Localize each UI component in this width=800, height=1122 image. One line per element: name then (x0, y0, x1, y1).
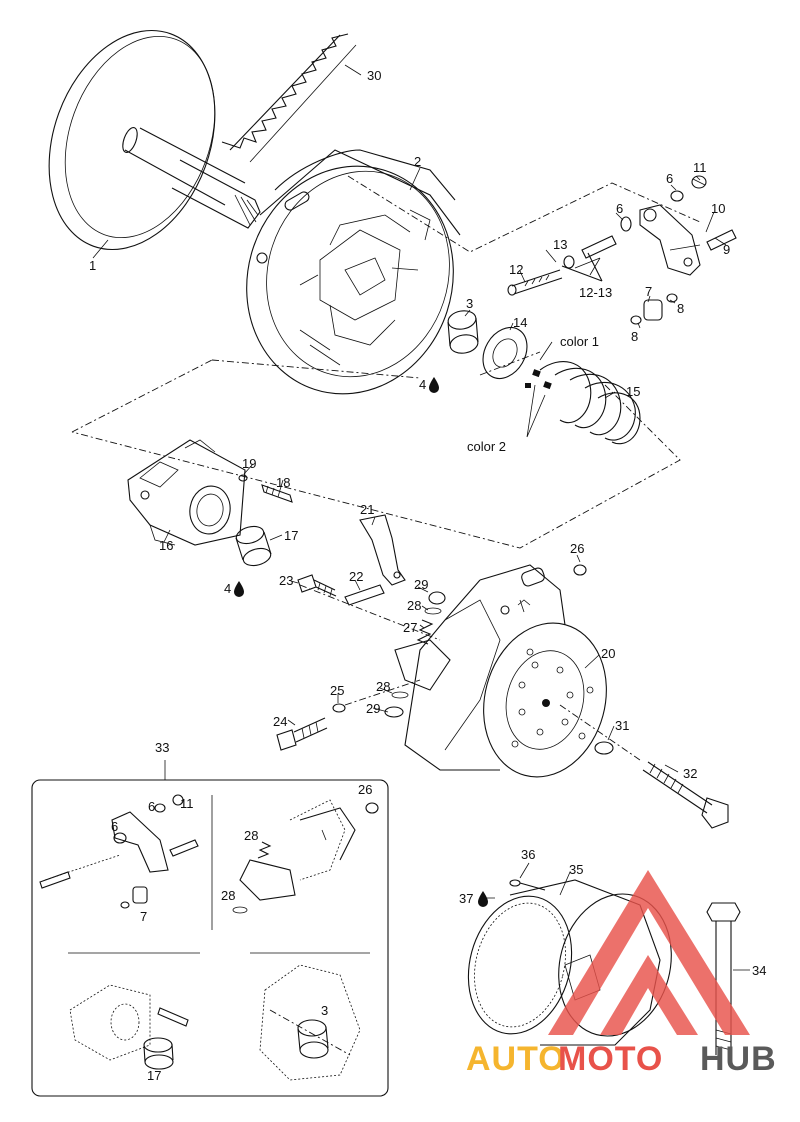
watermark-logo (548, 870, 750, 1035)
part-16-spider (127, 439, 246, 546)
label-part-28-upper: 28 (407, 598, 421, 613)
grease-drop-icon-lower (234, 581, 244, 597)
label-part-20: 20 (601, 646, 615, 661)
label-part-16: 16 (159, 538, 173, 553)
grease-drop-icon-37 (478, 891, 488, 907)
label-part-10: 10 (711, 201, 725, 216)
label-part-36: 36 (521, 847, 535, 862)
inset-label-17: 17 (147, 1068, 161, 1083)
label-part-17: 17 (284, 528, 298, 543)
label-color-2: color 2 (467, 439, 506, 454)
parts-18-19-screw (238, 474, 293, 503)
label-part-3: 3 (466, 296, 473, 311)
part-30-belt (221, 33, 357, 163)
label-part-37: 37 (459, 891, 473, 906)
label-part-32: 32 (683, 766, 697, 781)
parts-7-8-roller (630, 293, 678, 325)
label-part-1: 1 (89, 258, 96, 273)
label-part-11: 11 (693, 160, 707, 175)
label-part-25: 25 (330, 683, 344, 698)
label-part-19: 19 (242, 456, 256, 471)
label-part-14: 14 (513, 315, 527, 330)
watermark-text-hub: HUB (700, 1040, 777, 1078)
label-part-29-lower: 29 (366, 701, 380, 716)
inset-label-6-top: 6 (148, 799, 155, 814)
label-part-30: 30 (367, 68, 381, 83)
part-14-washer (482, 327, 528, 379)
watermark-text-auto: AUTO (466, 1040, 566, 1078)
inset-label-7: 7 (140, 909, 147, 924)
inset-label-26: 26 (358, 782, 372, 797)
inset-label-3: 3 (321, 1003, 328, 1018)
label-part-18: 18 (276, 475, 290, 490)
label-part-21: 21 (360, 502, 374, 517)
label-part-15: 15 (626, 384, 640, 399)
label-part-12-13: 12-13 (579, 285, 612, 300)
assembly-outline-middle (71, 351, 681, 549)
label-part-6-top: 6 (666, 171, 673, 186)
label-part-4-grease-lower: 4 (224, 581, 231, 596)
parts-24-25-bolt (276, 703, 346, 751)
label-part-8-right: 8 (677, 301, 684, 316)
label-part-22: 22 (349, 569, 363, 584)
assembly-outline-top (347, 175, 701, 253)
label-part-34: 34 (752, 963, 766, 978)
parts-26-27-28-29-small (384, 564, 587, 718)
parts-31-32-bolt (594, 741, 729, 829)
leader-lines (92, 64, 750, 971)
part-23-bolt (297, 574, 337, 597)
label-part-23: 23 (279, 573, 293, 588)
inset-label-11: 11 (180, 796, 194, 811)
label-part-24: 24 (273, 714, 287, 729)
label-part-31: 31 (615, 718, 629, 733)
label-part-29-upper: 29 (414, 577, 428, 592)
parts-12-13-pivot (507, 216, 632, 296)
part-35-ring-gear-assembly (467, 879, 672, 1046)
label-part-35: 35 (569, 862, 583, 877)
label-part-8-left: 8 (631, 329, 638, 344)
inset-label-28-upper: 28 (244, 828, 258, 843)
inset-label-28-lower: 28 (221, 888, 235, 903)
label-color-1: color 1 (560, 334, 599, 349)
label-part-27: 27 (403, 620, 417, 635)
part-21-cam-arm (359, 514, 406, 586)
label-part-7: 7 (645, 284, 652, 299)
grease-drop-icon (429, 377, 439, 393)
label-part-12: 12 (509, 262, 523, 277)
label-part-4-grease: 4 (419, 377, 426, 392)
part-17-bushing (235, 525, 272, 567)
part-10-lever-arm (639, 175, 737, 276)
part-3-bushing (447, 310, 479, 354)
label-part-33: 33 (155, 740, 169, 755)
part-20-movable-sheave (394, 564, 607, 778)
label-part-6-mid: 6 (616, 201, 623, 216)
axis-line-lower (299, 584, 641, 761)
part-2-housing (246, 149, 461, 395)
watermark-text-moto: MOTO (558, 1040, 663, 1078)
label-part-9: 9 (723, 242, 730, 257)
inset-33-box (31, 760, 389, 1097)
label-part-13: 13 (553, 237, 567, 252)
inset-label-6-left: 6 (111, 819, 118, 834)
part-22-pin (344, 584, 385, 606)
label-part-2: 2 (414, 154, 421, 169)
label-part-28-lower: 28 (376, 679, 390, 694)
part-1-fixed-sheave (48, 29, 261, 251)
label-part-26: 26 (570, 541, 584, 556)
